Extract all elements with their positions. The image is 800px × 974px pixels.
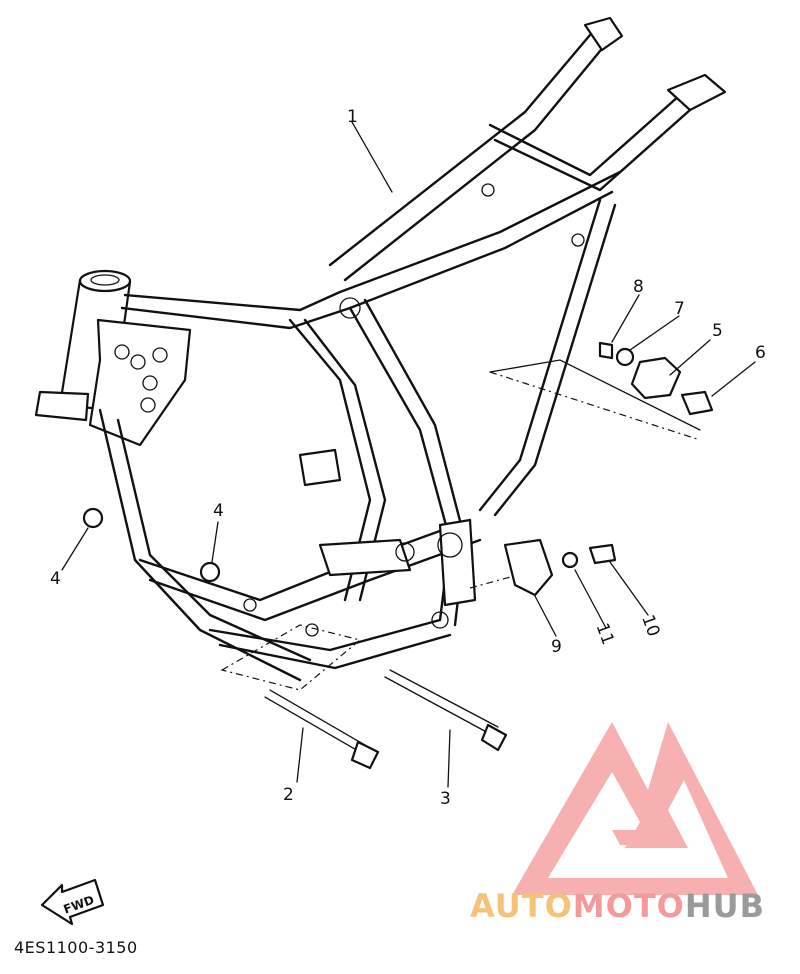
callout-1: 1	[347, 107, 358, 127]
watermark-moto: MOTO	[572, 887, 685, 925]
callout-2: 2	[283, 785, 294, 805]
callout-8: 8	[633, 277, 644, 297]
bolts	[82, 507, 508, 770]
main-frame	[34, 16, 727, 682]
callout-6: 6	[755, 343, 766, 363]
watermark-logo	[512, 722, 758, 895]
fwd-arrow-icon: FWD	[40, 878, 105, 926]
lower-mount-parts	[469, 538, 617, 597]
callout-5: 5	[712, 321, 723, 341]
callout-4-left: 4	[50, 569, 61, 589]
watermark-hub: HUB	[684, 887, 766, 925]
callout-4-center: 4	[213, 501, 224, 521]
callout-11: 11	[592, 620, 618, 647]
rear-mount-parts	[489, 341, 714, 441]
watermark-text: AUTOMOTOHUB	[470, 887, 765, 925]
callout-10: 10	[637, 612, 663, 639]
watermark-auto: AUTO	[470, 887, 573, 925]
callout-9: 9	[551, 637, 562, 657]
leader-lines	[61, 121, 756, 788]
ground-reference-line	[220, 624, 362, 691]
callout-3: 3	[440, 789, 451, 809]
diagram-code: 4ES1100-3150	[14, 938, 138, 957]
callout-7: 7	[674, 299, 685, 319]
callout-labels: 1 2 3 4 4 5 6 7 8 9 10 11	[50, 107, 766, 809]
